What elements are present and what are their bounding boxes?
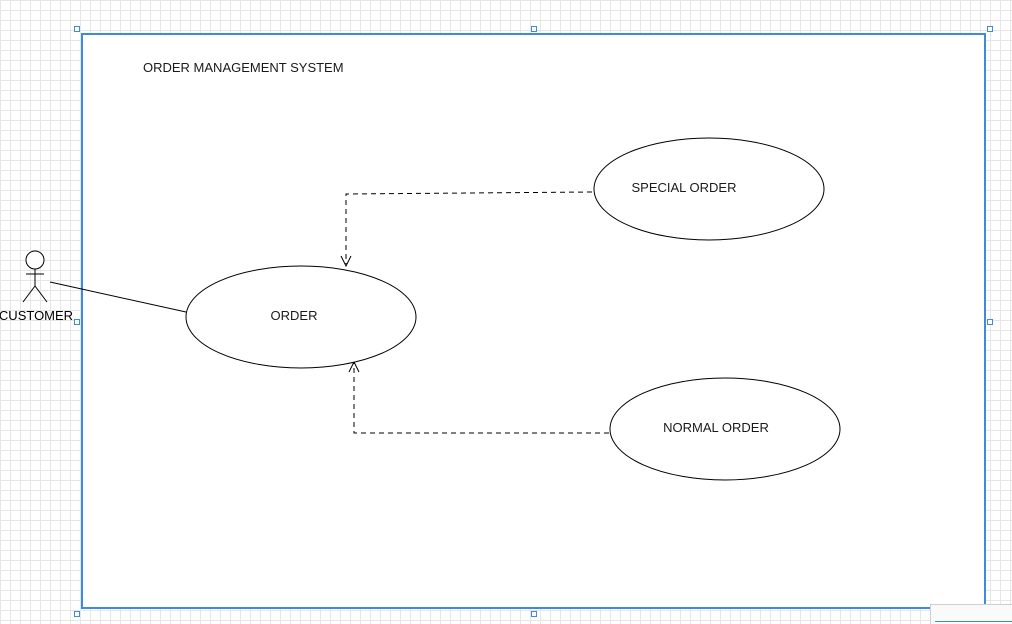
use-case-order-label: ORDER: [270, 308, 318, 323]
corner-panel-tab[interactable]: [930, 604, 1012, 624]
use-case-order[interactable]: [185, 265, 417, 369]
resize-handle-right[interactable]: [987, 319, 993, 325]
resize-handle-bottom[interactable]: [531, 611, 537, 617]
resize-handle-top-right[interactable]: [987, 26, 993, 32]
dependency-special-to-order[interactable]: [345, 191, 593, 264]
resize-handle-top-left[interactable]: [74, 26, 80, 32]
arrowhead-special: [340, 255, 352, 268]
association-line[interactable]: [49, 281, 187, 313]
resize-handle-left[interactable]: [74, 319, 80, 325]
use-case-special-order[interactable]: [593, 137, 825, 241]
dependency-normal-to-order[interactable]: [353, 362, 609, 434]
actor-label: CUSTOMER: [0, 308, 74, 323]
resize-handle-top[interactable]: [531, 26, 537, 32]
system-title: ORDER MANAGEMENT SYSTEM: [143, 60, 344, 75]
resize-handle-bottom-left[interactable]: [74, 611, 80, 617]
use-case-special-order-label: SPECIAL ORDER: [631, 180, 737, 195]
actor-figure[interactable]: [22, 250, 48, 303]
use-case-normal-order-label: NORMAL ORDER: [663, 420, 769, 435]
use-case-normal-order[interactable]: [609, 377, 841, 481]
